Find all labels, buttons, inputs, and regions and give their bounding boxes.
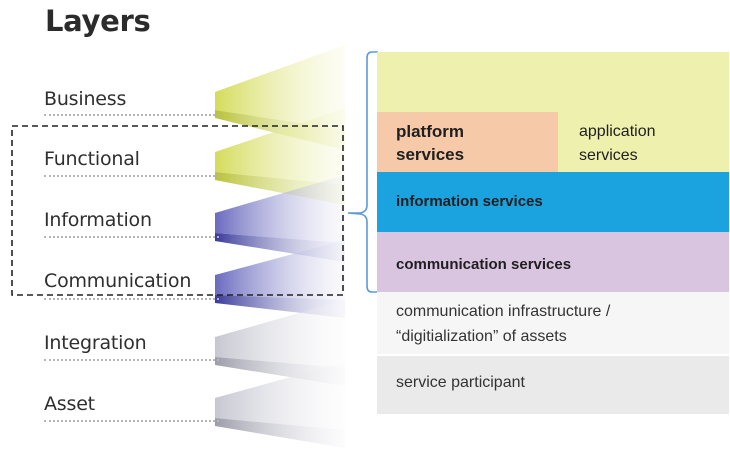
application-services-label-line1: application <box>579 123 656 140</box>
service-participant-box: service participant <box>377 356 729 414</box>
layer-divider <box>44 359 219 361</box>
layer-label-asset: Asset <box>44 393 95 415</box>
layer-label-communication: Communication <box>44 270 192 292</box>
dashed-selection-box <box>11 125 344 296</box>
layer-label-integration: Integration <box>44 332 147 354</box>
layer-divider <box>44 420 219 422</box>
brace-bracket <box>347 51 378 293</box>
communication-services-box: communication services <box>377 232 729 292</box>
communication-infrastructure-box: communication infrastructure / “digitial… <box>377 292 729 354</box>
asset-wedge <box>215 362 345 448</box>
platform-services-label-line1: platform <box>396 122 464 141</box>
layer-divider <box>44 236 219 238</box>
information-services-box: information services <box>377 172 729 232</box>
layer-divider <box>44 298 219 300</box>
layer-divider <box>44 114 219 116</box>
application-services-label-line2: services <box>579 147 638 164</box>
layer-divider <box>44 175 219 177</box>
platform-services-label-line2: services <box>396 145 465 164</box>
platform-services-box: platform services <box>377 112 558 172</box>
service-participant-label: service participant <box>396 374 525 391</box>
layer-label-business: Business <box>44 88 127 110</box>
layer-label-information: Information <box>44 209 152 231</box>
communication-infrastructure-label-line1: communication infrastructure / <box>396 303 611 320</box>
communication-infrastructure-label-line2: “digitialization” of assets <box>396 328 567 345</box>
communication-infrastructure-label: communication infrastructure / “digitial… <box>396 299 610 349</box>
page-title: Layers <box>45 4 151 38</box>
application-services-label: application services <box>579 120 656 168</box>
information-services-label: information services <box>396 193 543 210</box>
layer-label-functional: Functional <box>44 148 140 170</box>
communication-services-label: communication services <box>396 256 572 273</box>
